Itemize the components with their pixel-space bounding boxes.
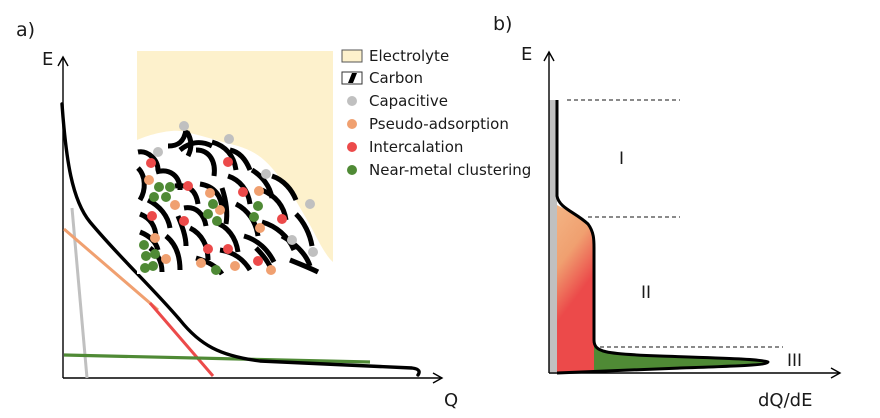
intercalation-particles — [146, 157, 287, 266]
legend-label-carbon: Carbon — [369, 69, 423, 87]
panel-a-label: a) — [16, 19, 35, 41]
panel-b-y-axis-label: E — [521, 44, 532, 65]
electrolyte-swatch — [341, 49, 363, 63]
legend-label-capacitive: Capacitive — [369, 92, 448, 110]
legend-item-pseudo-adsorption: Pseudo-adsorption — [347, 115, 509, 133]
legend-item-near-metal-clustering: Near-metal clustering — [347, 161, 531, 179]
legend-label-near-metal-clustering: Near-metal clustering — [369, 161, 531, 179]
pseudo-adsorption-particles — [144, 175, 276, 275]
region-label-iii: III — [787, 351, 802, 371]
legend-item-carbon: Carbon — [341, 69, 423, 87]
region-label-i: I — [619, 149, 624, 169]
capacitive-line — [70, 207, 89, 379]
panel-a-x-axis-label: Q — [444, 390, 458, 411]
near-metal-clustering-particles — [139, 182, 263, 275]
capacitive-dot-icon — [347, 96, 357, 106]
legend-item-capacitive: Capacitive — [347, 92, 448, 110]
panel-a: a) E Q — [16, 19, 531, 411]
panel-a-y-axis-label: E — [42, 49, 53, 70]
carbon-swatch-stripe — [348, 73, 357, 83]
panel-b-x-axis-label: dQ/dE — [758, 390, 812, 411]
legend-label-intercalation: Intercalation — [369, 138, 463, 156]
legend-label-pseudo-adsorption: Pseudo-adsorption — [369, 115, 509, 133]
legend-label-electrolyte: Electrolyte — [369, 47, 449, 65]
intercalation-dot-icon — [347, 142, 357, 152]
near-metal-clustering-line — [63, 353, 371, 364]
region-label-ii: II — [641, 283, 651, 303]
capacitive-particles — [153, 121, 318, 257]
dqde-curve — [555, 100, 770, 375]
pseudo-adsorption-dot-icon — [347, 119, 357, 129]
panel-b-label: b) — [493, 13, 512, 35]
pseudo-adsorption-line — [63, 227, 159, 312]
legend: Electrolyte Carbon Capacitive Pseudo-ads… — [341, 47, 531, 179]
legend-item-electrolyte: Electrolyte — [341, 47, 449, 65]
legend-item-intercalation: Intercalation — [347, 138, 463, 156]
panel-b: b) E dQ/dE I II III — [493, 13, 842, 411]
total-curve — [60, 102, 421, 377]
carbon-sheets — [136, 129, 320, 276]
porous-carbon-illustration — [136, 51, 333, 276]
capacitive-fill — [549, 100, 557, 372]
intercalation-fill — [557, 345, 594, 372]
near-metal-clustering-dot-icon — [347, 165, 357, 175]
intercalation-line — [148, 302, 215, 377]
pseudo-intercalation-fill — [557, 205, 595, 345]
